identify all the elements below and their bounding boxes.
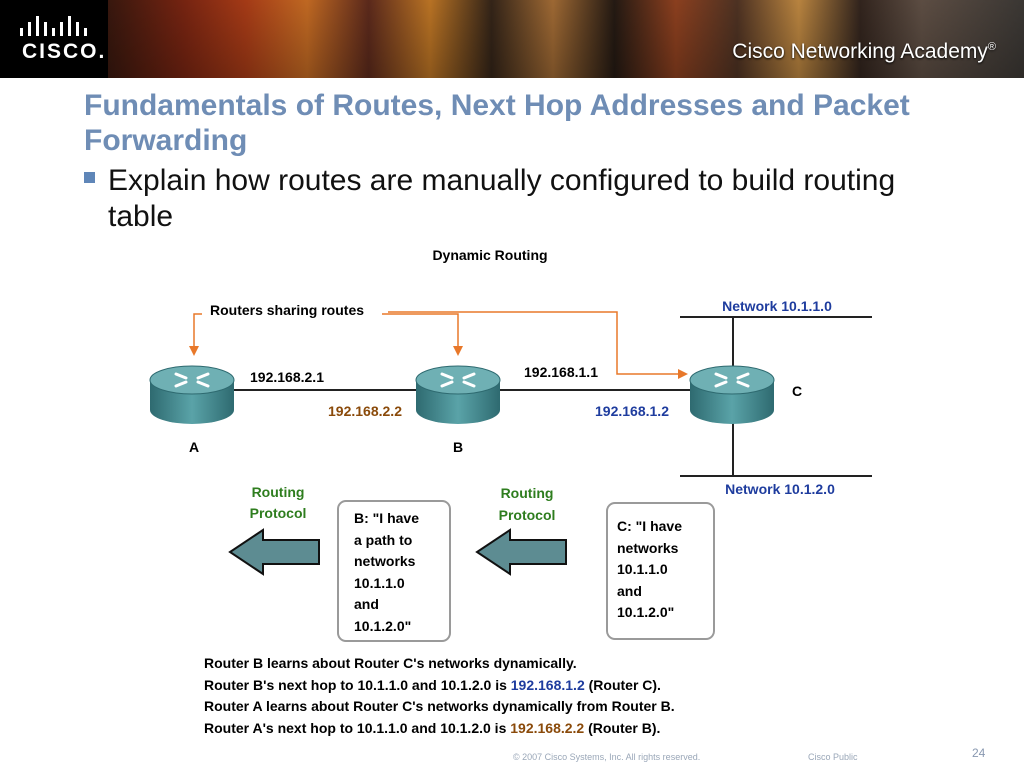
network-top-label: Network 10.1.1.0 xyxy=(722,298,832,314)
caption-line-4-post: (Router B). xyxy=(584,719,661,736)
footer-copyright: © 2007 Cisco Systems, Inc. All rights re… xyxy=(513,752,701,762)
msg-b-line2: a path to xyxy=(354,532,412,548)
caption-line-2-ip: 192.168.1.2 xyxy=(510,676,585,693)
header-banner: CISCO. Cisco Networking Academy® xyxy=(0,0,1024,78)
msg-b-line1: B: "I have xyxy=(354,510,419,526)
routing-protocol-right-line1: Routing xyxy=(501,485,554,501)
msg-b-line5: and xyxy=(354,596,379,612)
msg-b-line6: 10.1.2.0" xyxy=(354,618,411,634)
banner-shade xyxy=(0,0,1024,78)
bullet-point: Explain how routes are manually configur… xyxy=(84,163,964,233)
academy-title: Cisco Networking Academy® xyxy=(732,40,996,64)
routing-protocol-left-line2: Protocol xyxy=(250,505,307,521)
router-b-icon[interactable] xyxy=(415,365,501,424)
routing-protocol-right-line2: Protocol xyxy=(499,507,556,523)
ip-b-left-interface: 192.168.2.2 xyxy=(328,403,402,419)
cisco-bars-icon xyxy=(20,16,87,36)
protocol-arrow-left-icon xyxy=(228,528,320,576)
router-c-icon[interactable] xyxy=(689,365,775,424)
message-box-c xyxy=(606,502,715,640)
caption-line-2: Router B's next hop to 10.1.1.0 and 10.1… xyxy=(204,675,844,697)
ip-c-interface: 192.168.1.2 xyxy=(595,403,669,419)
msg-c-line3: 10.1.1.0 xyxy=(617,561,668,577)
sharing-arrow-to-c xyxy=(388,311,688,379)
caption-line-4-pre: Router A's next hop to 10.1.1.0 and 10.1… xyxy=(204,719,511,736)
bullet-text: Explain how routes are manually configur… xyxy=(108,164,896,233)
caption-line-4: Router A's next hop to 10.1.1.0 and 10.1… xyxy=(204,718,844,740)
caption-line-1: Router B learns about Router C's network… xyxy=(204,655,577,671)
protocol-arrow-right-icon xyxy=(475,528,567,576)
ip-a-interface: 192.168.2.1 xyxy=(250,369,324,385)
msg-c-line5: 10.1.2.0" xyxy=(617,604,674,620)
diagram-caption: Router B learns about Router C's network… xyxy=(204,653,844,739)
sharing-arrow-to-b xyxy=(382,313,463,356)
msg-b-line3: networks xyxy=(354,553,416,569)
caption-line-3: Router A learns about Router C's network… xyxy=(204,698,675,714)
router-a-label: A xyxy=(189,439,199,455)
diagram-title: Dynamic Routing xyxy=(432,247,547,263)
msg-c-line4: and xyxy=(617,583,642,599)
message-box-b xyxy=(337,500,451,642)
academy-name: Cisco Networking Academy xyxy=(732,40,988,63)
routers-sharing-label: Routers sharing routes xyxy=(210,302,364,318)
msg-c-line1: C: "I have xyxy=(617,518,682,534)
cisco-logo-text: CISCO. xyxy=(22,40,107,63)
caption-line-2-pre: Router B's next hop to 10.1.1.0 and 10.1… xyxy=(204,676,511,693)
router-b-label: B xyxy=(453,439,463,455)
network-bottom-label: Network 10.1.2.0 xyxy=(725,481,835,497)
msg-b-line4: 10.1.1.0 xyxy=(354,575,405,591)
caption-line-4-ip: 192.168.2.2 xyxy=(510,719,585,736)
footer-classification: Cisco Public xyxy=(808,752,858,762)
caption-line-2-post: (Router C). xyxy=(584,676,661,693)
cisco-logo: CISCO. xyxy=(0,0,108,78)
routing-protocol-left-line1: Routing xyxy=(252,484,305,500)
page-number: 24 xyxy=(972,746,986,760)
sharing-arrow-to-a xyxy=(189,313,202,356)
slide-title: Fundamentals of Routes, Next Hop Address… xyxy=(84,89,910,157)
bullet-square-icon xyxy=(84,172,95,183)
ip-b-right-interface: 192.168.1.1 xyxy=(524,364,598,380)
academy-registered-mark: ® xyxy=(987,41,996,53)
msg-c-line2: networks xyxy=(617,540,679,556)
router-a-icon[interactable] xyxy=(149,365,235,424)
router-c-label: C xyxy=(792,383,802,399)
